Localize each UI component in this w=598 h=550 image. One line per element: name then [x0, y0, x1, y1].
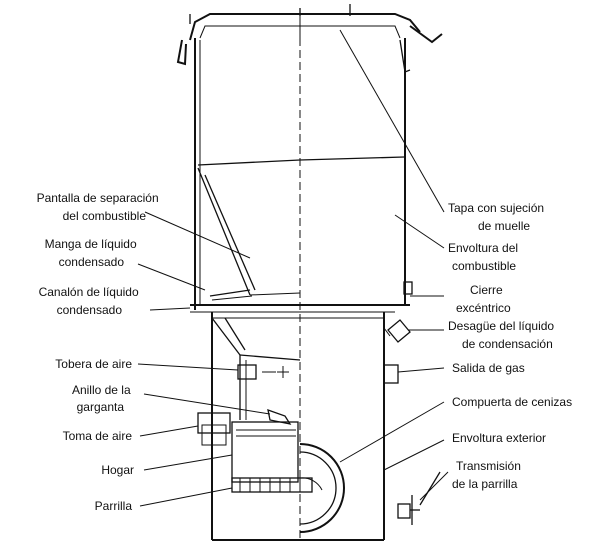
leader-lines	[137, 29, 449, 507]
label-parrilla: Parrilla	[95, 499, 133, 513]
outer-envelope	[211, 312, 411, 541]
label-pantalla: Pantalla de separación del combustible	[37, 191, 162, 223]
label-manga: Manga de líquido condensado	[45, 237, 140, 269]
label-envoltura-combustible: Envoltura del combustible	[448, 241, 521, 273]
label-salida: Salida de gas	[452, 361, 525, 375]
label-toma: Toma de aire	[63, 429, 133, 443]
label-compuerta: Compuerta de cenizas	[452, 395, 572, 409]
labels-right: Tapa con sujeción de muelle Envoltura de…	[448, 201, 572, 491]
hearth	[197, 354, 441, 533]
label-desague: Desagüe del líquido de condensación	[448, 319, 557, 351]
label-cierre: Cierre excéntrico	[456, 283, 511, 315]
label-tapa: Tapa con sujeción de muelle	[448, 201, 547, 233]
label-anillo: Anillo de la garganta	[72, 383, 134, 414]
label-canalon: Canalón de líquido condensado	[39, 285, 142, 317]
label-tobera: Tobera de aire	[55, 357, 132, 371]
label-hogar: Hogar	[101, 463, 134, 477]
label-envoltura-exterior: Envoltura exterior	[452, 431, 546, 445]
fuel-hopper	[176, 4, 443, 540]
label-transmision: Transmisión de la parrilla	[452, 459, 524, 491]
labels-left: Pantalla de separación del combustible M…	[37, 191, 162, 513]
